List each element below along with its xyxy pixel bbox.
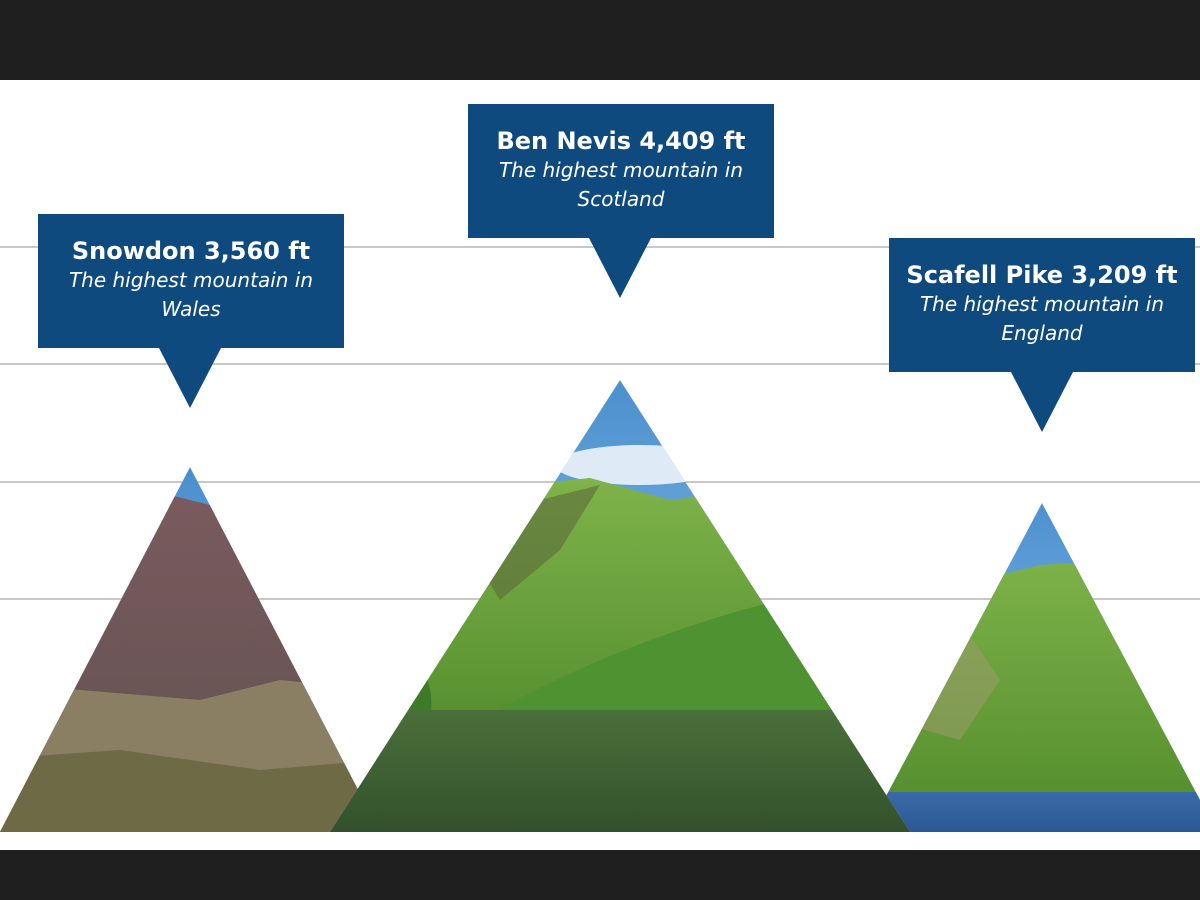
mountain-height-chart [0, 246, 1200, 832]
callout-subtitle-line2: Scotland [577, 187, 665, 211]
callout-subtitle-line2: England [1001, 321, 1083, 345]
callout-pointer-ben-nevis [589, 238, 651, 298]
callout-subtitle-line1: The highest mountain in [498, 158, 744, 182]
callout-title: Scafell Pike 3,209 ft [906, 261, 1178, 289]
callout-subtitle-line2: Wales [161, 297, 221, 321]
callout-title: Ben Nevis 4,409 ft [496, 127, 746, 155]
callout-title: Snowdon 3,560 ft [71, 237, 311, 265]
infographic-frame: Snowdon 3,560 ft The highest mountain in… [0, 80, 1200, 850]
callout-ben-nevis: Ben Nevis 4,409 ft The highest mountain … [468, 104, 774, 238]
callout-subtitle-line1: The highest mountain in [919, 292, 1165, 316]
callout-pointer-scafell-pike [1011, 372, 1073, 432]
callout-scafell-pike: Scafell Pike 3,209 ft The highest mounta… [889, 238, 1195, 372]
callout-snowdon: Snowdon 3,560 ft The highest mountain in… [38, 214, 344, 348]
callout-pointer-snowdon [159, 348, 221, 408]
callout-subtitle-line1: The highest mountain in [68, 268, 314, 292]
